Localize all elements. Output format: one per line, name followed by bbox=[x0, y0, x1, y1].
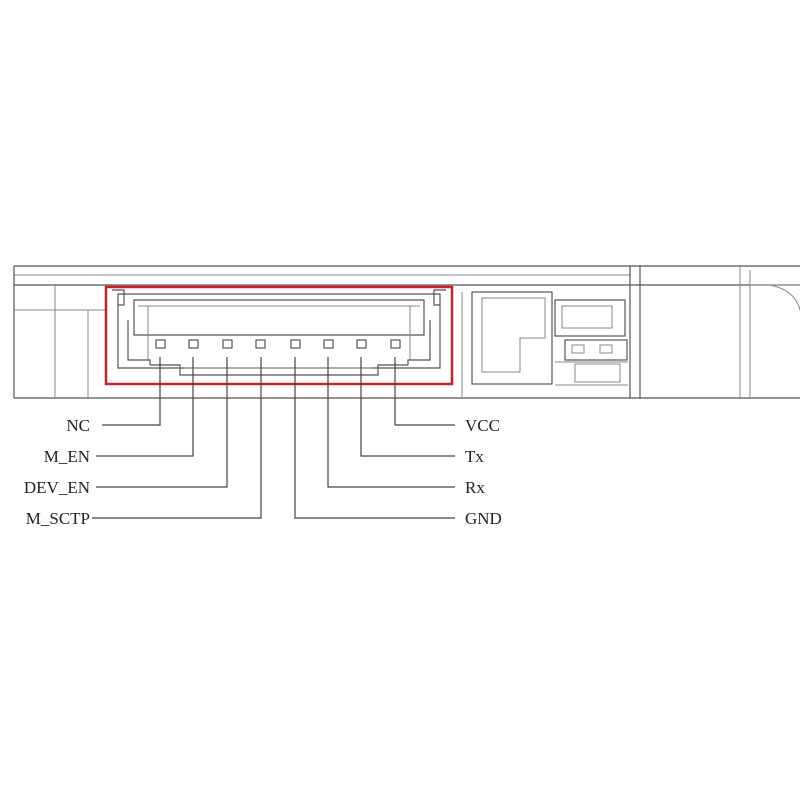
pin-label-rx: Rx bbox=[465, 478, 485, 497]
pin-label-m-en: M_EN bbox=[44, 447, 90, 466]
connector-pins bbox=[155, 339, 401, 349]
pin-label-m-sctp: M_SCTP bbox=[26, 509, 90, 528]
pin-pad-m-en bbox=[188, 339, 199, 349]
leader-m-en bbox=[96, 357, 194, 457]
pin-pad-nc bbox=[155, 339, 166, 349]
pin-pad-tx bbox=[356, 339, 367, 349]
pin-label-gnd: GND bbox=[465, 509, 502, 528]
pin-pad-gnd bbox=[290, 339, 301, 349]
pin-labels: NC M_EN DEV_EN M_SCTP VCC Tx Rx GND bbox=[24, 416, 502, 528]
device-housing bbox=[13, 265, 800, 399]
leader-nc bbox=[102, 357, 161, 426]
pin-label-nc: NC bbox=[66, 416, 90, 435]
pin-pad-rx bbox=[323, 339, 334, 349]
leader-gnd bbox=[294, 357, 455, 519]
connector-body bbox=[112, 289, 446, 376]
leader-m-sctp bbox=[92, 357, 262, 519]
pin-label-dev-en: DEV_EN bbox=[24, 478, 90, 497]
pin-pad-m-sctp bbox=[255, 339, 266, 349]
pin-leader-lines bbox=[92, 357, 455, 519]
connector-highlight-box bbox=[104, 285, 454, 386]
pin-pad-vcc bbox=[390, 339, 401, 349]
pin-label-tx: Tx bbox=[465, 447, 484, 466]
leader-dev-en bbox=[96, 357, 228, 488]
pin-pad-dev-en bbox=[222, 339, 233, 349]
leader-rx bbox=[327, 357, 455, 488]
leader-tx bbox=[360, 357, 455, 457]
adjacent-component bbox=[461, 291, 628, 398]
pin-label-vcc: VCC bbox=[465, 416, 500, 435]
leader-vcc bbox=[394, 357, 455, 426]
